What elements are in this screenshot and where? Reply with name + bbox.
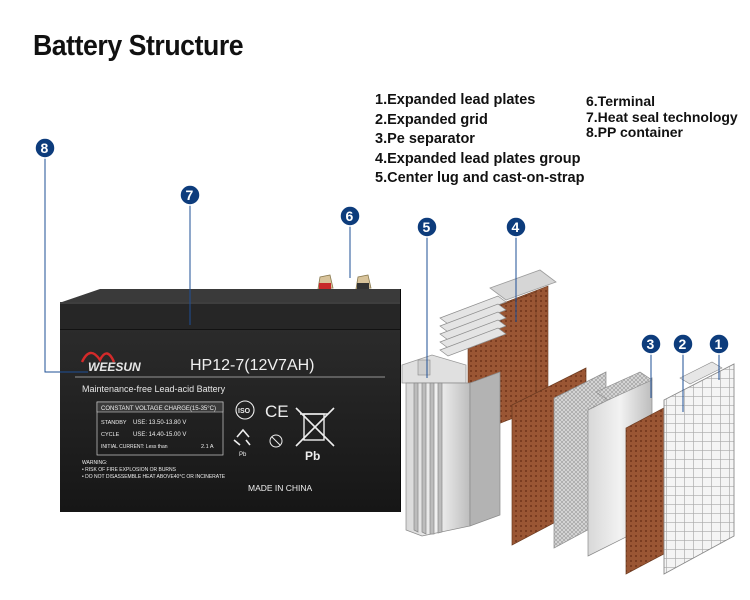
legend-item-4: 4.Expanded lead plates group [375,150,581,167]
svg-text:7: 7 [186,187,194,203]
svg-text:8: 8 [41,140,49,156]
legend-item-6: 6.Terminal [586,93,655,109]
svg-text:3: 3 [647,336,655,352]
spec-header: CONSTANT VOLTAGE CHARGE(15-35°C) [101,406,216,412]
svg-text:Pb: Pb [305,449,320,463]
marker-8: 8 [34,137,56,159]
legend-list-left: 1.Expanded lead plates 2.Expanded grid 3… [375,91,584,189]
model-label: HP12-7(12V7AH) [190,357,315,374]
battery-subtitle: Maintenance-free Lead-acid Battery [82,384,226,394]
legend-item-8: 8.PP container [586,124,684,140]
legend-item-2: 2.Expanded grid [375,111,488,128]
svg-text:1: 1 [715,336,723,352]
svg-text:CE: CE [265,402,289,421]
legend-item-1: 1.Expanded lead plates [375,92,536,108]
terminal-icon [317,274,372,290]
warning-line-1: • RISK OF FIRE EXPLOSION OR BURNS [82,467,177,473]
expanded-lead-plate [663,363,735,575]
svg-text:Pb: Pb [239,452,247,458]
ce-icon: CE [265,402,289,421]
iso-icon: ISO [235,400,255,420]
marker-6: 6 [339,205,361,227]
marker-3: 3 [640,333,662,355]
brand-name: WEESUN [88,360,141,374]
marker-4: 4 [505,216,527,238]
warning-line-2: • DO NOT DISASSEMBLE HEAT ABOVE40°C OR I… [82,474,226,480]
legend-list-right: 6.Terminal 7.Heat seal technology 8.PP c… [586,93,738,141]
svg-text:6: 6 [346,208,354,224]
marker-7: 7 [179,184,201,206]
marker-2: 2 [672,333,694,355]
legend-item-7: 7.Heat seal technology [586,108,738,125]
legend-item-3: 3.Pe separator [375,131,475,147]
warning-title: WARNING: [82,460,107,466]
svg-text:2: 2 [679,336,687,352]
spec-standby-value: USE: 13.50-13.80 V [133,420,186,426]
spec-cycle-label: CYCLE [101,432,120,438]
svg-text:4: 4 [512,219,520,235]
spec-standby-label: STANDBY [101,420,127,426]
marker-5: 5 [416,216,438,238]
legend-item-5: 5.Center lug and cast-on-strap [375,170,585,186]
no-dispose-icon [269,434,283,448]
made-in-label: MADE IN CHINA [248,483,313,493]
spec-cycle-value: USE: 14.40-15.00 V [133,432,186,438]
crossed-bin-icon: Pb [295,407,335,463]
leader-lines [44,158,720,412]
recycle-icon: Pb [233,428,251,458]
brand-logo: WEESUN [80,351,141,374]
page-title: Battery Structure [33,30,244,62]
svg-text:ISO: ISO [238,408,251,415]
battery: WEESUN HP12-7(12V7AH) Maintenance-free L… [60,274,401,512]
spec-current-label: INITIAL CURRENT: Less than [101,444,168,450]
marker-1: 1 [708,333,730,355]
spec-current-value: 2.1 A [201,444,214,450]
plate-group [401,269,557,537]
svg-text:5: 5 [423,219,431,235]
